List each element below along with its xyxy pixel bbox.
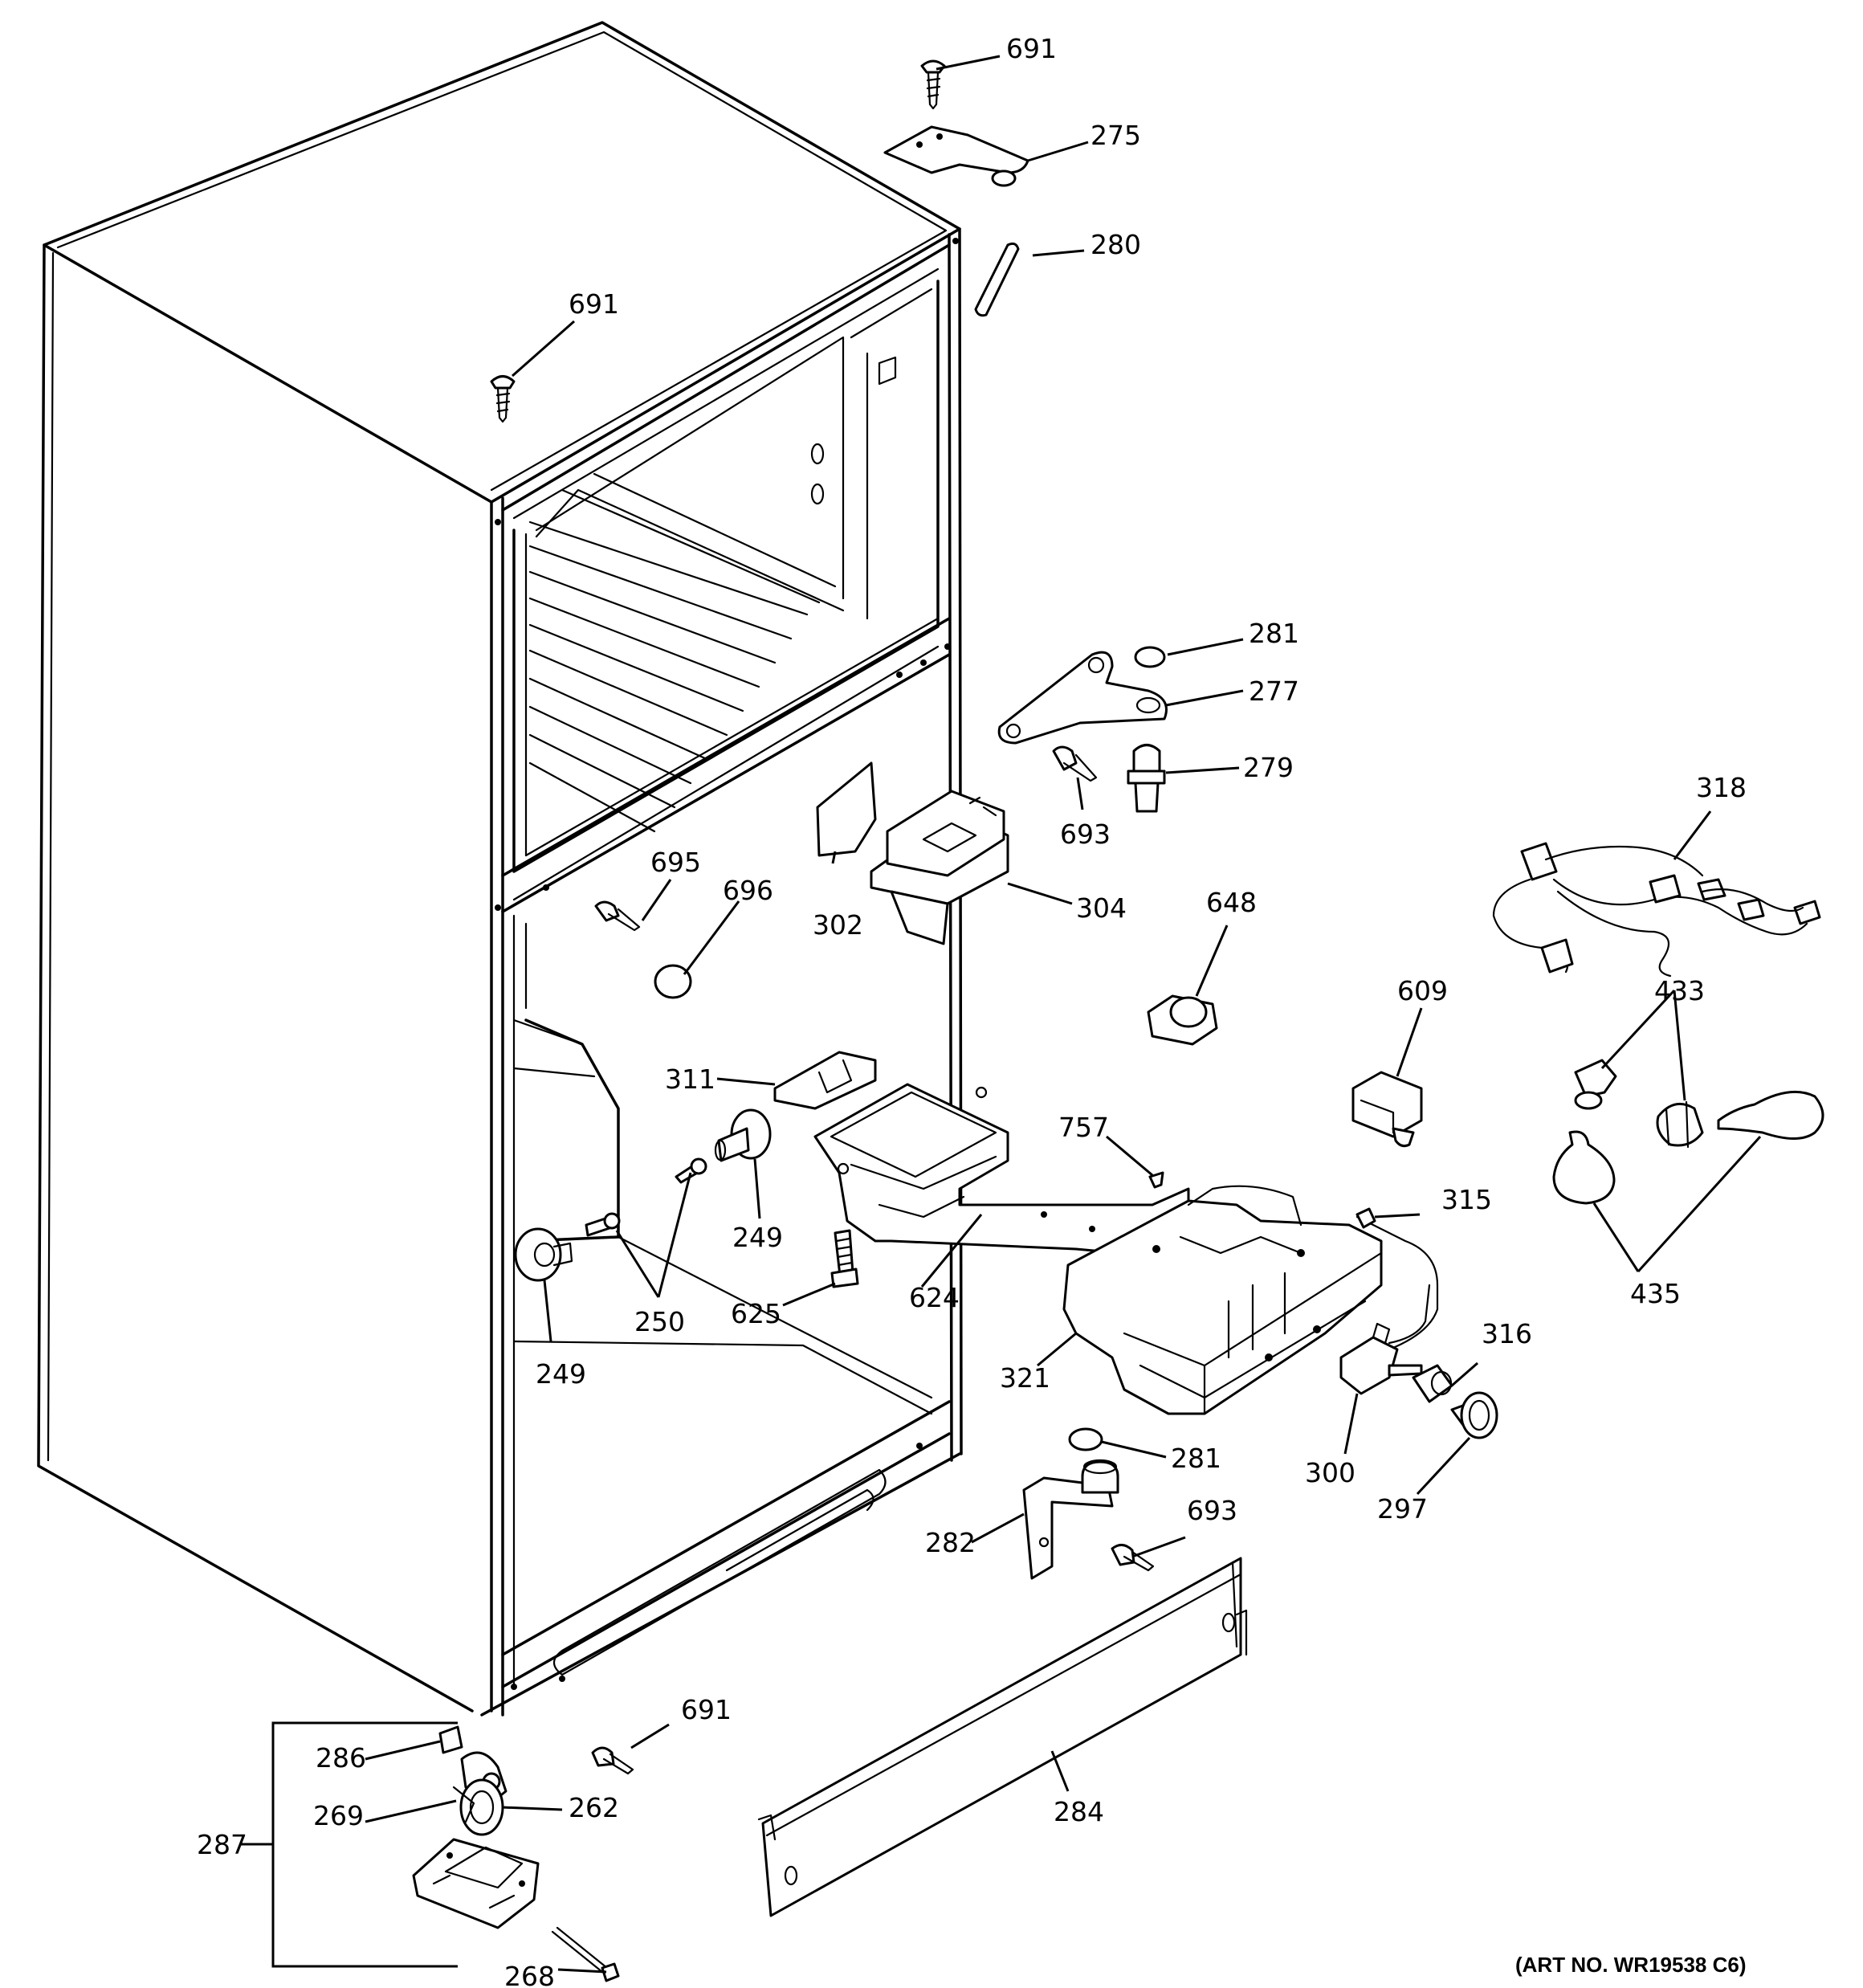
light-bulb-435-left (1552, 1130, 1616, 1205)
light-bulb-435-right (1717, 1090, 1824, 1140)
label-696: 696 (723, 875, 773, 906)
label-286: 286 (316, 1742, 366, 1774)
label-279: 279 (1243, 752, 1294, 783)
label-262: 262 (569, 1792, 619, 1823)
screw-691-left (490, 375, 516, 423)
hinge-pin-279 (1127, 744, 1166, 813)
leader-lines (365, 55, 1762, 1974)
clip-286 (438, 1725, 463, 1754)
screw-695 (594, 900, 641, 932)
label-624: 624 (909, 1282, 960, 1313)
control-housing-321 (1062, 1185, 1383, 1415)
label-757: 757 (1058, 1112, 1109, 1143)
label-315: 315 (1441, 1184, 1492, 1215)
screw-691-top (920, 59, 946, 110)
thermostat-300 (1339, 1322, 1423, 1395)
label-284: 284 (1054, 1796, 1104, 1827)
knob-249-left (514, 1227, 573, 1282)
label-281-top: 281 (1249, 618, 1299, 649)
label-268: 268 (504, 1961, 555, 1988)
label-304: 304 (1076, 892, 1127, 924)
bottom-hinge-282 (1022, 1459, 1119, 1580)
screw-691-bottom (591, 1746, 634, 1775)
washer-281-top (1134, 646, 1166, 668)
control-housing-304 (870, 790, 1009, 945)
label-277: 277 (1249, 676, 1299, 707)
part-labels: 691 275 280 691 281 277 279 693 318 695 … (197, 33, 1747, 1988)
screw-693-lower (1111, 1544, 1155, 1572)
cover-302 (816, 761, 877, 857)
top-hinge-275 (883, 125, 1029, 187)
label-625: 625 (731, 1298, 781, 1329)
label-297: 297 (1377, 1493, 1428, 1525)
screw-693-upper (1052, 745, 1098, 782)
label-318: 318 (1696, 772, 1747, 803)
label-250: 250 (634, 1306, 685, 1337)
sensor-315 (1355, 1207, 1439, 1351)
label-282: 282 (925, 1527, 976, 1558)
label-269: 269 (313, 1800, 364, 1831)
label-691-bottom: 691 (681, 1694, 732, 1725)
label-435: 435 (1630, 1278, 1681, 1309)
part-311 (773, 1051, 877, 1110)
art-number: (ART NO. WR19538 C6) (1515, 1953, 1747, 1977)
label-609: 609 (1397, 975, 1448, 1006)
rod-268 (551, 1926, 620, 1982)
drain-pan-624 (813, 1083, 1190, 1255)
label-695: 695 (650, 847, 701, 878)
refrigerator-cabinet (37, 21, 963, 1717)
washer-281-bottom (1068, 1427, 1103, 1451)
plug-696 (654, 964, 692, 999)
label-316: 316 (1482, 1318, 1532, 1349)
label-275: 275 (1090, 120, 1141, 151)
label-693-lower: 693 (1187, 1495, 1237, 1526)
label-249-left: 249 (536, 1358, 586, 1390)
bolt-625 (830, 1229, 859, 1288)
label-311: 311 (665, 1063, 715, 1095)
hinge-cover-280 (974, 242, 1020, 317)
label-433: 433 (1654, 975, 1705, 1006)
label-693-upper: 693 (1060, 818, 1111, 850)
switch-609 (1351, 1071, 1423, 1148)
bracket-287 (241, 1721, 458, 1968)
part-648 (1147, 994, 1218, 1046)
base-plate-287 (412, 1838, 540, 1929)
screw-250-left (585, 1212, 621, 1237)
label-691-left: 691 (569, 288, 619, 320)
label-302: 302 (813, 909, 863, 941)
label-281-bottom: 281 (1171, 1443, 1221, 1474)
knob-297 (1450, 1391, 1498, 1439)
knob-249-right (714, 1108, 772, 1162)
base-grille-284 (757, 1557, 1248, 1917)
label-648: 648 (1206, 887, 1257, 918)
label-691-top: 691 (1006, 33, 1057, 64)
screw-757 (1148, 1171, 1164, 1189)
label-249-right: 249 (732, 1222, 783, 1253)
label-321: 321 (1000, 1362, 1050, 1394)
center-hinge-277 (997, 651, 1168, 745)
wire-harness-318 (1492, 842, 1821, 978)
roller-assembly-262-269 (452, 1751, 508, 1836)
label-280: 280 (1090, 229, 1141, 260)
label-287: 287 (197, 1829, 247, 1860)
screw-250-right (675, 1157, 707, 1184)
light-socket-433-right (1656, 1100, 1704, 1149)
label-300: 300 (1305, 1457, 1355, 1488)
light-socket-433-left (1574, 1059, 1617, 1110)
